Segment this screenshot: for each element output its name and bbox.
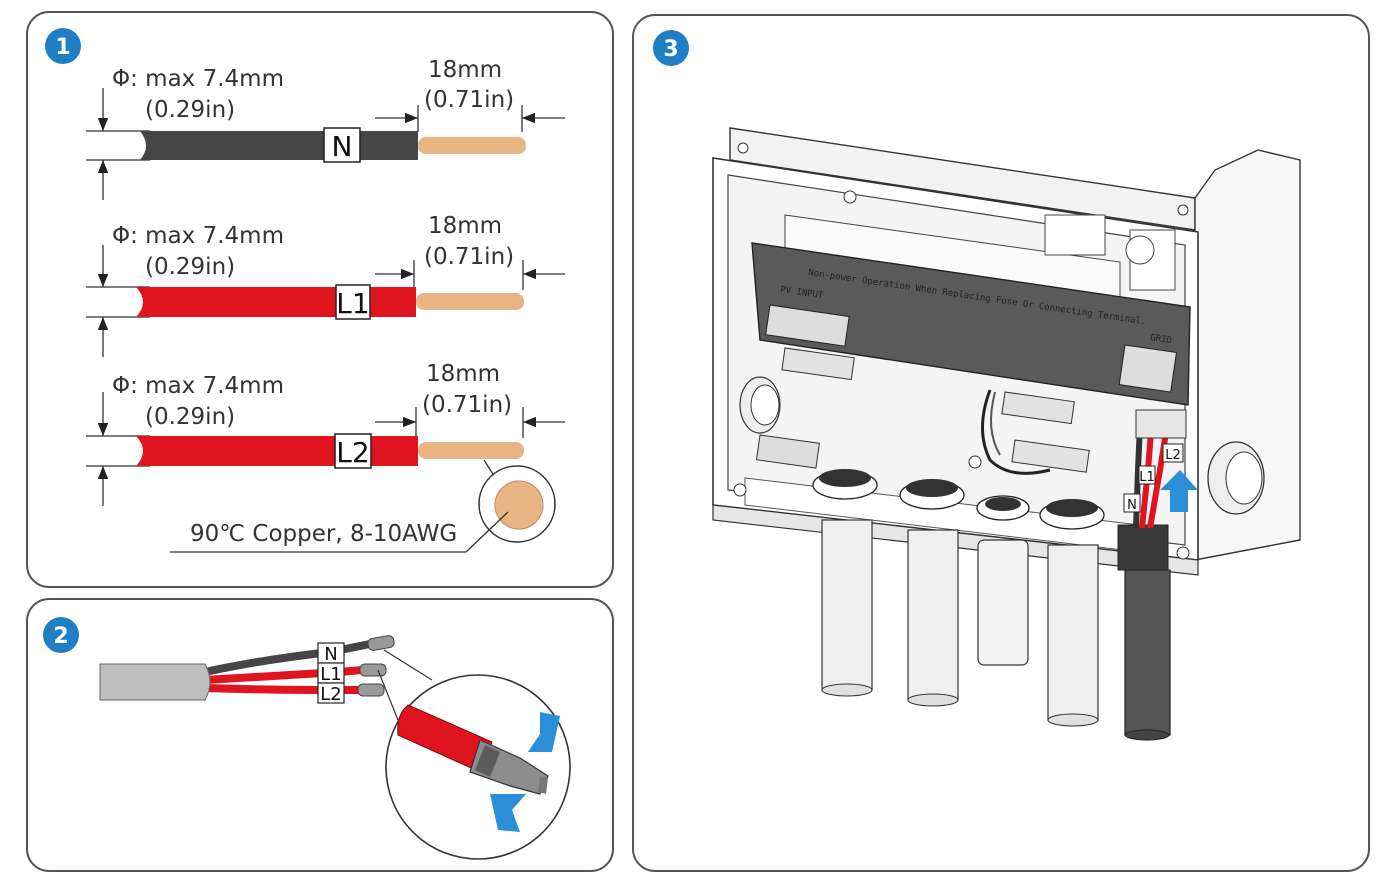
step-badge-3: 3	[653, 30, 689, 66]
diameter-inch-label: (0.29in)	[145, 97, 235, 123]
conduit-1	[812, 469, 878, 697]
diameter-label: Φ: max 7.4mm	[112, 223, 284, 249]
svg-text:L1: L1	[336, 287, 369, 320]
svg-text:L2: L2	[1165, 448, 1181, 463]
diameter-inch-label: (0.29in)	[145, 404, 235, 430]
svg-text:L1: L1	[1139, 470, 1155, 485]
strip-length-label: 18mm	[428, 213, 502, 239]
diameter-inch-label: (0.29in)	[145, 254, 235, 280]
copper-conductor	[416, 293, 524, 310]
svg-text:N: N	[1127, 498, 1137, 513]
svg-text:3: 3	[663, 37, 678, 62]
conduit-3	[976, 495, 1030, 666]
wire-tag-l1	[335, 284, 371, 320]
conduit-4	[1039, 499, 1105, 727]
svg-text:N: N	[324, 644, 337, 665]
strip-length-inch-label: (0.71in)	[424, 244, 514, 270]
wire-row-l1: Φ: max 7.4mm (0.29in) 18mm (0.71in) L1	[86, 213, 565, 357]
grid-label: GRID	[1150, 333, 1173, 346]
copper-conductor	[418, 137, 526, 154]
cable-tag-l2	[317, 682, 345, 704]
live-wire-l2	[136, 436, 418, 466]
box-tag-l2	[1162, 443, 1184, 463]
box-tag-l1	[1138, 465, 1156, 485]
neutral-wire	[140, 131, 418, 160]
inverter-wiring-box: Non-power Operation When Replacing Fuse …	[712, 127, 1301, 741]
strip-length-inch-label: (0.71in)	[424, 87, 514, 113]
strip-length-label: 18mm	[426, 361, 500, 387]
conduit-2	[899, 479, 965, 707]
copper-note: 90℃ Copper, 8-10AWG	[190, 521, 457, 547]
svg-text:L1: L1	[320, 664, 341, 685]
wire-row-l2: Φ: max 7.4mm (0.29in) 18mm (0.71in) L2	[86, 361, 565, 506]
svg-text:L2: L2	[336, 436, 369, 469]
svg-text:L2: L2	[320, 684, 341, 705]
live-wire-l1	[136, 287, 416, 317]
strip-length-label: 18mm	[428, 57, 502, 83]
diameter-label: Φ: max 7.4mm	[112, 373, 284, 399]
strip-length-inch-label: (0.71in)	[422, 392, 512, 418]
step-badge-2: 2	[43, 617, 79, 653]
crimp-arrow-top	[528, 712, 560, 752]
diameter-label: Φ: max 7.4mm	[112, 66, 284, 92]
box-tag-n	[1123, 493, 1141, 513]
wire-tag-n	[323, 127, 361, 163]
svg-text:1: 1	[55, 35, 70, 60]
svg-text:N: N	[332, 130, 353, 163]
wire-row-n: Φ: max 7.4mm (0.29in) 18mm (0.71in) N	[86, 57, 565, 200]
ac-conduit	[1117, 524, 1171, 741]
crimp-detail	[377, 649, 571, 860]
insert-arrow	[1160, 470, 1198, 512]
crimp-arrow-bottom	[490, 794, 526, 832]
wire-tag-l2	[334, 433, 372, 469]
copper-cross-section: 90℃ Copper, 8-10AWG	[170, 459, 556, 553]
step-badge-1: 1	[45, 28, 81, 64]
svg-text:2: 2	[53, 624, 68, 649]
cover-plate	[751, 242, 1191, 406]
copper-conductor	[418, 442, 524, 459]
